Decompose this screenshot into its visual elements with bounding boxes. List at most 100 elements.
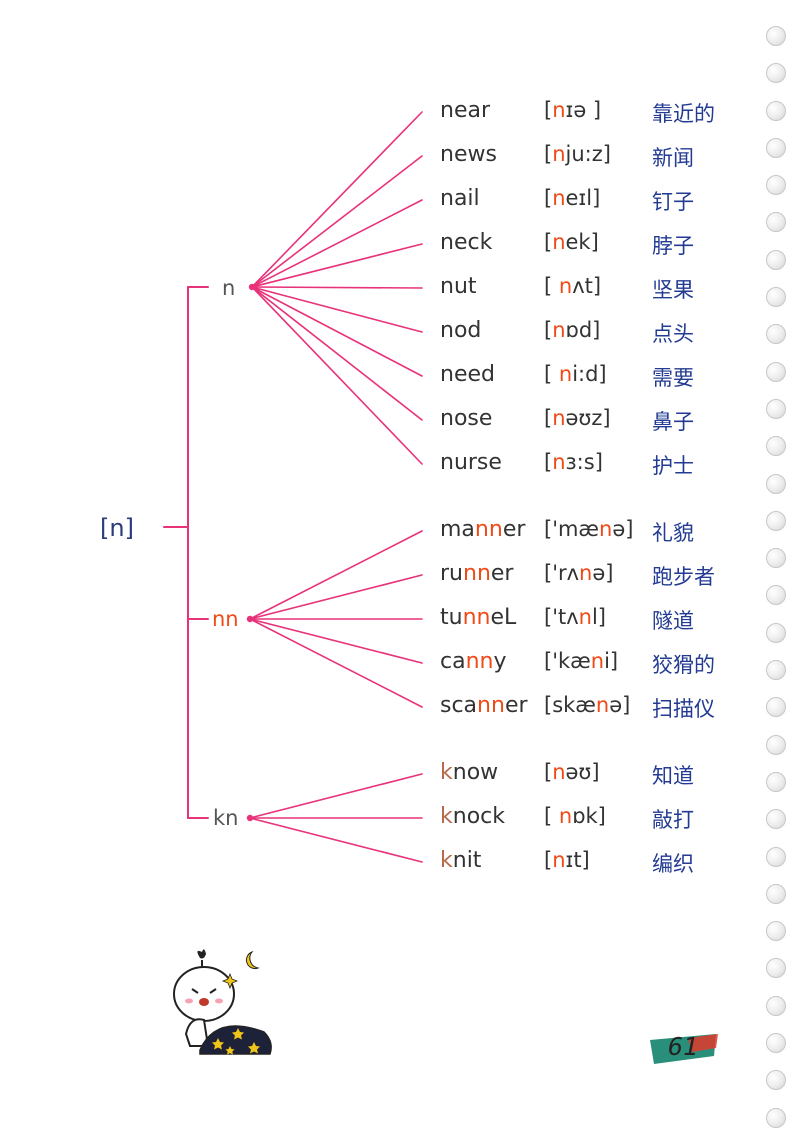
branch-connector-line (251, 286, 423, 465)
binding-ring (766, 510, 786, 531)
english-word-segment: nit (452, 848, 482, 873)
phonetic-transcription-segment: n (552, 450, 566, 474)
phonetic-transcription-segment: ['kæ (544, 649, 591, 673)
english-word: know (440, 760, 498, 785)
english-word-segment: nn (477, 693, 505, 718)
phonetic-transcription-segment: [ (544, 848, 553, 872)
binding-ring (766, 548, 786, 569)
english-word-segment: k (440, 848, 453, 873)
phonetic-transcription-segment: ə] (592, 561, 614, 585)
phonetic-transcription-segment: [ (544, 230, 553, 254)
english-word: scanner (440, 693, 528, 718)
page-number: 61 (668, 1032, 699, 1061)
phonetic-transcription: [skænə] (544, 693, 630, 717)
phonetic-transcription-segment: [ (544, 406, 553, 430)
phonetic-transcription-segment: ɒd] (565, 318, 601, 342)
english-word-segment: ca (440, 649, 466, 674)
phonetic-transcription-segment: [ (544, 450, 553, 474)
binding-ring (766, 995, 786, 1016)
phonetic-transcription-segment: n (558, 274, 573, 298)
phonetic-transcription-segment: [ (544, 98, 553, 122)
binding-ring (766, 846, 786, 867)
english-word-segment: ru (440, 561, 463, 586)
phonetic-transcription-segment: n (552, 98, 566, 122)
phonetic-transcription-segment: [ (544, 318, 553, 342)
english-word: near (440, 98, 490, 123)
english-word-segment: k (440, 804, 453, 829)
phonetic-transcription-segment: ə] (612, 517, 634, 541)
branch-label-n: n (222, 276, 236, 300)
english-word-segment: nn (462, 605, 491, 630)
phonetic-transcription-segment: ju:z] (565, 142, 611, 166)
binding-ring (766, 63, 786, 84)
binding-ring (766, 585, 786, 606)
binding-ring (766, 958, 786, 979)
phonetic-transcription: [neɪl] (544, 186, 600, 210)
branch-connector-line (249, 618, 423, 708)
english-word: manner (440, 517, 525, 542)
english-word-segment: nn (463, 561, 491, 586)
chinese-meaning: 隧道 (652, 609, 694, 633)
binding-ring (766, 398, 786, 419)
phonetic-transcription: [ nʌt] (544, 274, 601, 298)
chinese-meaning: 狡猾的 (652, 653, 715, 677)
english-word: need (440, 362, 495, 387)
phonetic-transcription-segment: [ (544, 186, 553, 210)
english-word-segment: tu (440, 605, 463, 630)
english-word: nurse (440, 450, 502, 475)
phonetic-transcription-segment: i] (604, 649, 619, 673)
english-word-segment: sca (440, 693, 478, 718)
phonetic-transcription: [ nɒk] (544, 804, 606, 828)
phonetic-transcription: ['mænə] (544, 517, 633, 541)
phonetic-transcription-segment: n (552, 230, 566, 254)
phonetic-transcription: ['kæni] (544, 649, 618, 673)
binding-ring (766, 100, 786, 121)
binding-ring (766, 921, 786, 942)
phonetic-transcription-segment: n (552, 318, 566, 342)
binding-ring (766, 809, 786, 830)
branch-connector-line (251, 286, 423, 421)
phonetic-transcription-segment: i:d] (572, 362, 607, 386)
chinese-meaning: 靠近的 (652, 102, 715, 126)
binding-ring (766, 175, 786, 196)
phonetic-transcription-segment: ɒk] (572, 804, 606, 828)
phonetic-transcription: [nɪə ] (544, 98, 601, 122)
phonetic-transcription-segment: [ (544, 142, 553, 166)
phonetic-transcription-segment: [ (544, 804, 559, 828)
binding-ring (766, 1033, 786, 1054)
chinese-meaning: 点头 (652, 322, 694, 346)
english-word-segment: nock (452, 804, 505, 829)
branch-connector-line (251, 286, 423, 289)
english-word: nut (440, 274, 477, 299)
binding-ring (766, 734, 786, 755)
phonetic-transcription-segment: [ (544, 274, 559, 298)
phonetic-transcription-segment: n (595, 693, 610, 717)
branch-label-nn: nn (212, 607, 239, 631)
english-word-segment: nod (440, 318, 482, 343)
branch-connector-line (249, 817, 423, 863)
english-word: tunneL (440, 605, 516, 630)
english-word-segment: eL (490, 605, 517, 630)
root-phoneme-label: [n] (100, 514, 134, 542)
chinese-meaning: 扫描仪 (652, 697, 715, 721)
phonetic-transcription: [ ni:d] (544, 362, 607, 386)
binding-ring (766, 660, 786, 681)
binding-ring (766, 883, 786, 904)
binding-ring (766, 287, 786, 308)
phonetic-transcription-segment: ʌt] (572, 274, 602, 298)
chinese-meaning: 脖子 (652, 234, 694, 258)
phonetic-transcription: [nɜ:s] (544, 450, 603, 474)
binding-ring (766, 473, 786, 494)
english-word-segment: nn (465, 649, 494, 674)
phonetic-transcription-segment: n (552, 760, 566, 784)
branch-label-kn: kn (213, 806, 239, 830)
phonetic-transcription-segment: n (558, 804, 573, 828)
phonetic-transcription-segment: eɪl] (565, 186, 601, 210)
english-word-segment: y (493, 649, 507, 674)
phonetic-transcription-segment: n (552, 406, 566, 430)
english-word: canny (440, 649, 507, 674)
english-word-segment: now (452, 760, 499, 785)
binding-ring (766, 26, 786, 46)
chinese-meaning: 钉子 (652, 190, 694, 214)
chinese-meaning: 礼貌 (652, 521, 694, 545)
